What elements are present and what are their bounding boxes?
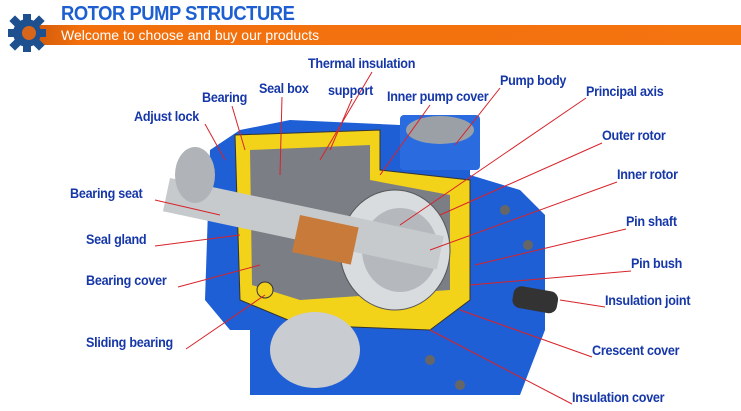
- label-seal-box: Seal box: [259, 80, 309, 96]
- header-bar: [22, 25, 741, 45]
- label-bearing-seat: Bearing seat: [70, 185, 143, 201]
- label-inner-rotor: Inner rotor: [617, 166, 678, 182]
- label-sliding-bearing: Sliding bearing: [86, 334, 173, 350]
- label-support: support: [328, 82, 374, 98]
- gear-icon: [8, 14, 46, 52]
- label-seal-gland: Seal gland: [86, 231, 147, 247]
- label-principal-axis: Principal axis: [586, 83, 664, 99]
- label-thermal-insulation: Thermal insulation: [308, 55, 416, 71]
- label-crescent-cover: Crescent cover: [592, 342, 680, 358]
- label-insulation-joint: Insulation joint: [605, 292, 691, 308]
- label-pin-shaft: Pin shaft: [626, 213, 677, 229]
- label-outer-rotor: Outer rotor: [602, 127, 666, 143]
- label-inner-pump-cover: Inner pump cover: [387, 88, 489, 104]
- leader-lines: [154, 71, 632, 405]
- label-pump-body: Pump body: [500, 72, 567, 88]
- page-subtitle: Welcome to choose and buy our products: [61, 27, 320, 43]
- label-adjust-lock: Adjust lock: [134, 108, 199, 124]
- page-title: ROTOR PUMP STRUCTURE: [61, 3, 295, 25]
- label-bearing: Bearing: [202, 89, 248, 105]
- label-pin-bush: Pin bush: [631, 255, 683, 271]
- label-insulation-cover: Insulation cover: [572, 389, 665, 405]
- label-bearing-cover: Bearing cover: [86, 272, 167, 288]
